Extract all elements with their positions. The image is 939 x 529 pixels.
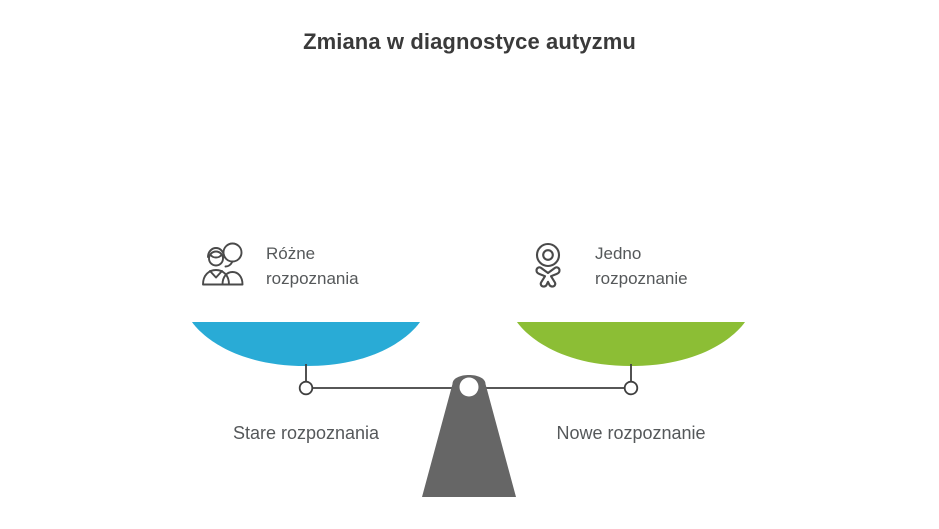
- balance-fulcrum: [422, 375, 516, 497]
- legend-left-caption-line2: rozpoznania: [266, 269, 359, 288]
- legend-right: Jedno rozpoznanie: [529, 241, 688, 291]
- legend-right-caption-line1: Jedno: [595, 244, 642, 263]
- legend-left-caption: Różne rozpoznania: [266, 241, 359, 291]
- single-person-icon: [529, 241, 581, 291]
- pan-label-left: Stare rozpoznania: [232, 423, 380, 443]
- legend-right-caption-line2: rozpoznanie: [595, 269, 688, 288]
- legend-left-caption-line1: Różne: [266, 244, 316, 263]
- beam-ring-left: [298, 380, 314, 396]
- balance-pan-right: [517, 322, 745, 366]
- legend-left: Różne rozpoznania: [200, 241, 359, 291]
- pan-label-right: Nowe rozpoznanie: [556, 423, 706, 443]
- balance-pan-left: [192, 322, 420, 366]
- group-of-people-icon: [200, 241, 252, 291]
- legend-right-caption: Jedno rozpoznanie: [595, 241, 688, 291]
- beam-ring-right: [623, 380, 639, 396]
- balance-scale: [0, 300, 939, 529]
- balance-pivot: [459, 377, 479, 397]
- page-title: Zmiana w diagnostyce autyzmu: [303, 29, 636, 54]
